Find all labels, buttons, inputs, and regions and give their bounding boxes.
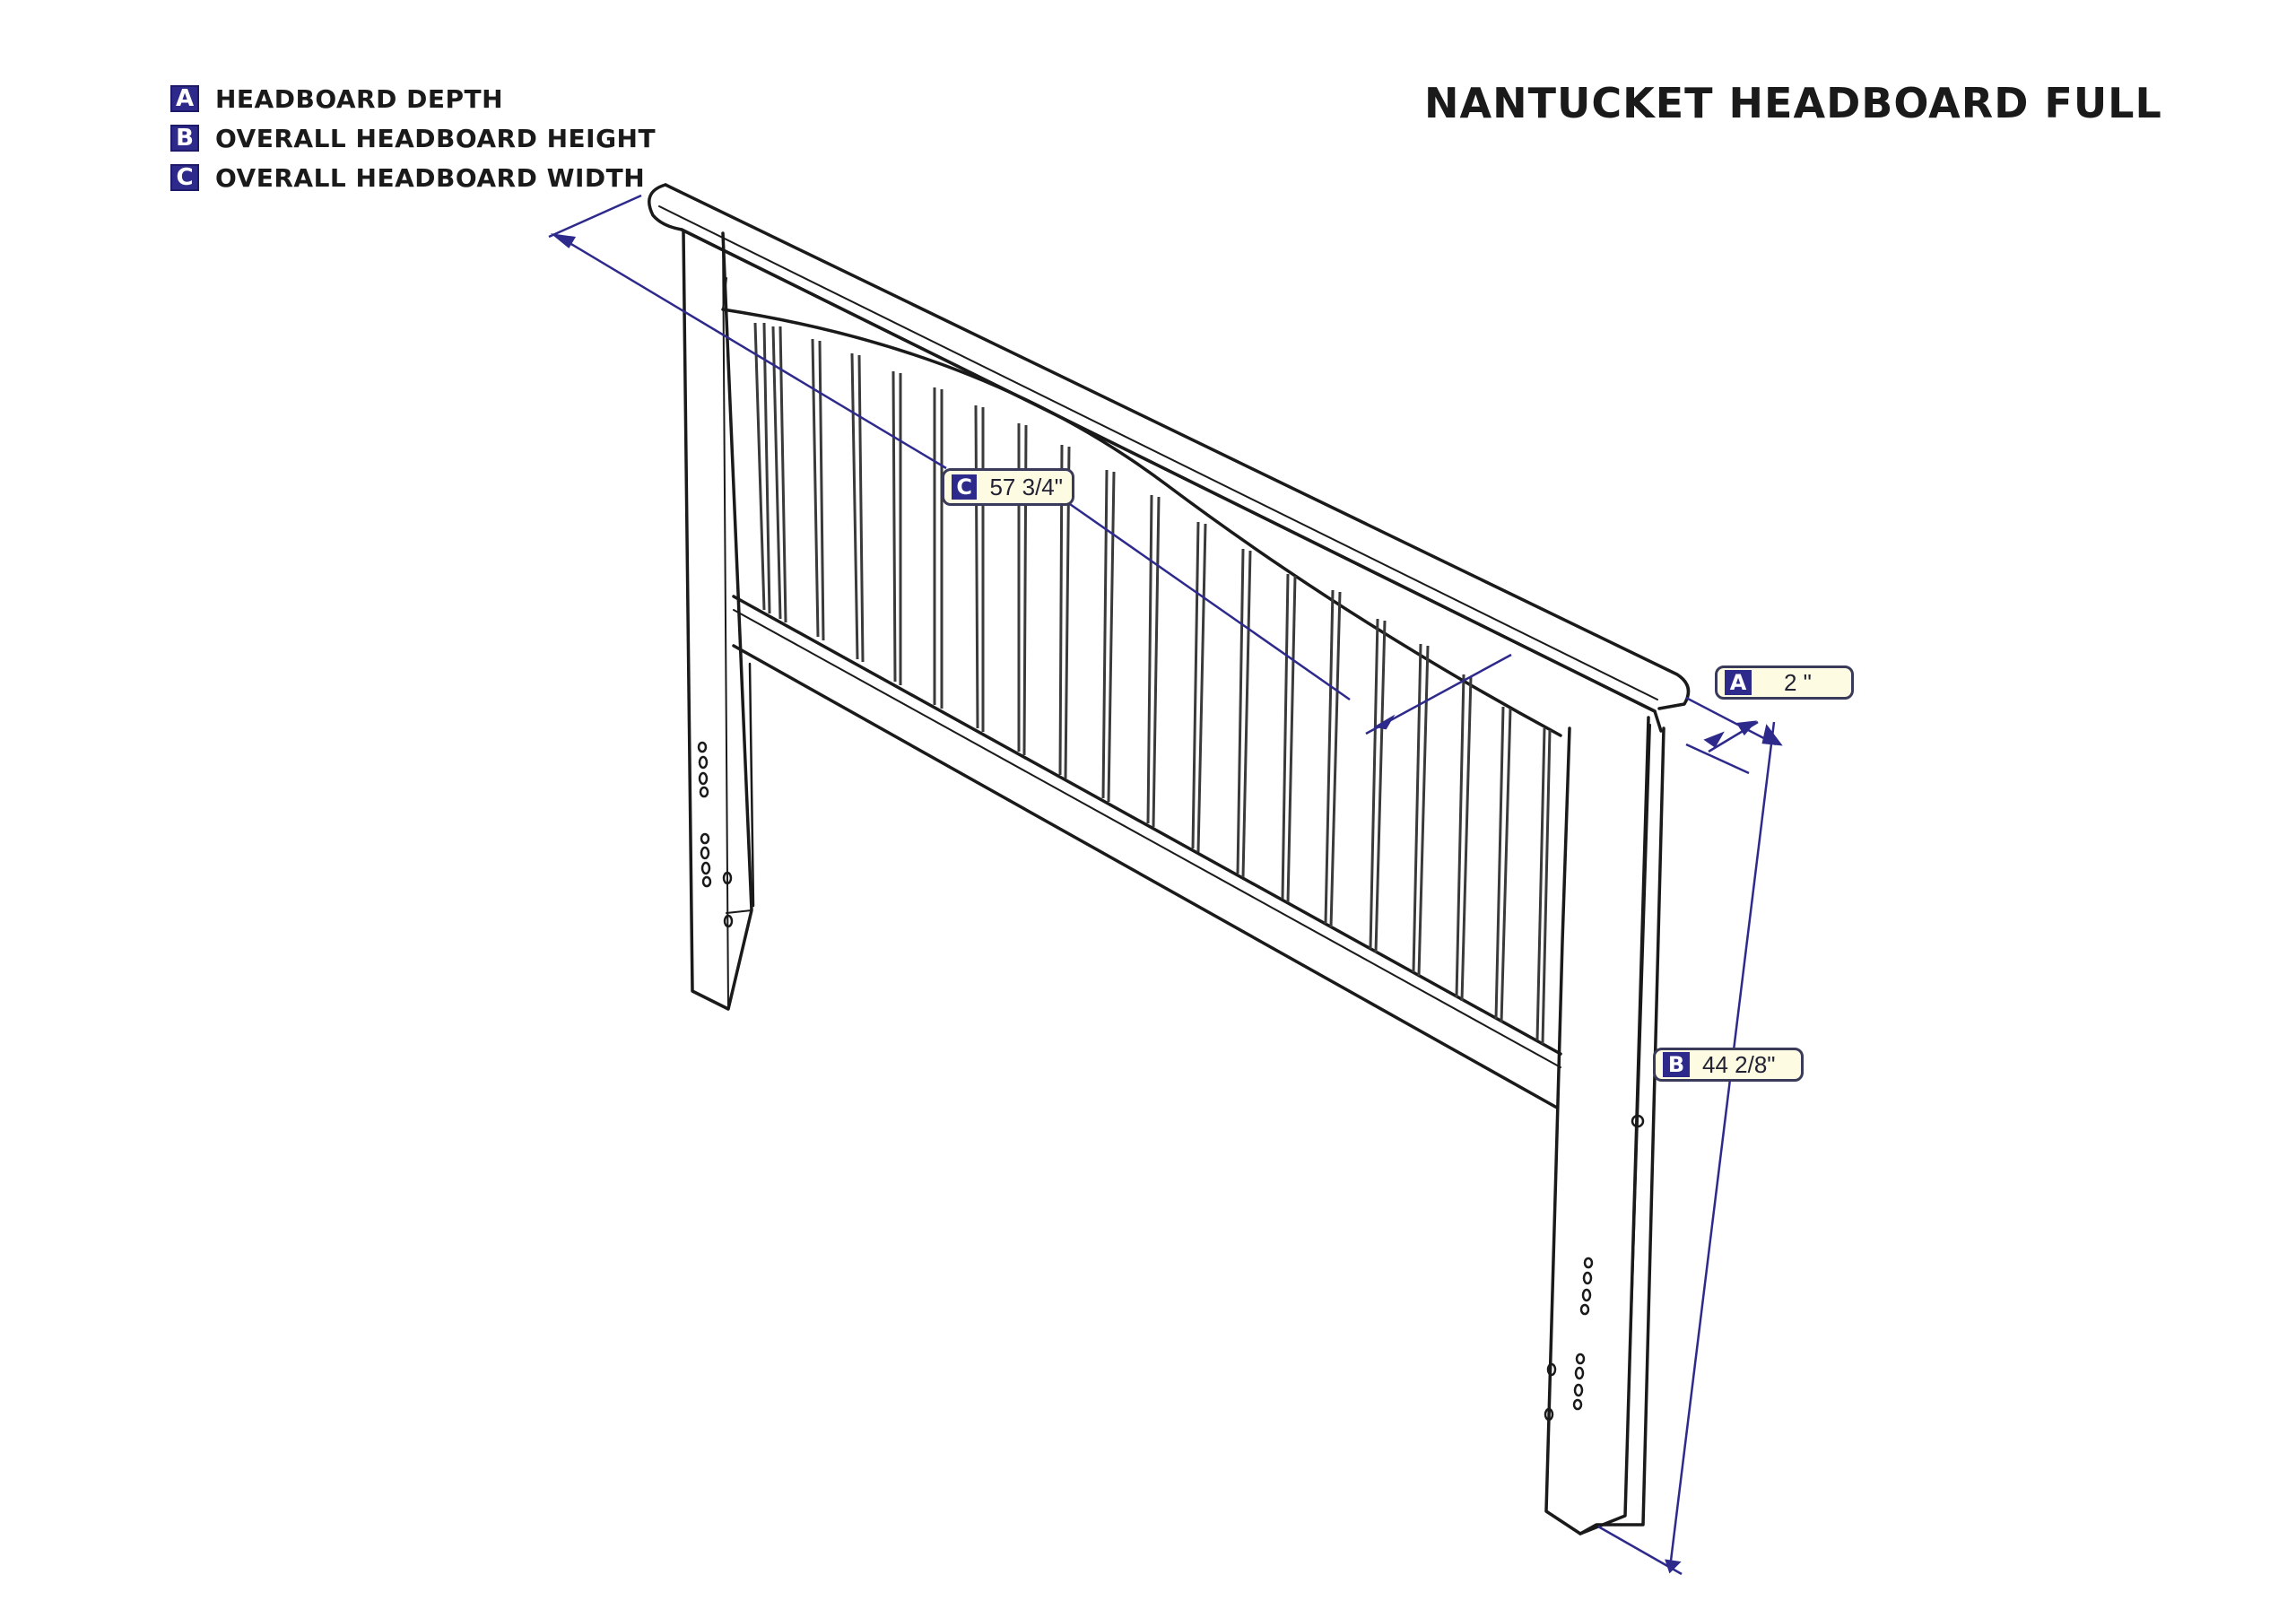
legend-item-depth: A HEADBOARD DEPTH (170, 79, 656, 118)
height-dimension-value: 44 2/8" (1702, 1050, 1776, 1078)
legend-item-height: B OVERALL HEADBOARD HEIGHT (170, 118, 656, 158)
legend-item-width: C OVERALL HEADBOARD WIDTH (170, 158, 656, 197)
left-post-outline (682, 230, 753, 1011)
width-dimension-value: 57 3/4" (989, 473, 1063, 500)
legend-badge-b: B (170, 125, 199, 152)
slats (753, 322, 1552, 1045)
diagram-title: NANTUCKET HEADBOARD FULL (1424, 79, 2162, 127)
top-rail-back-edge (664, 183, 1691, 710)
bolt-hole (1631, 1114, 1645, 1128)
width-arrow-right (1373, 714, 1396, 730)
depth-dimension-badge: A (1725, 670, 1752, 695)
top-rail-front-edge (648, 183, 1657, 713)
depth-dimension-value: 2 " (1784, 668, 1812, 696)
legend-badge-a: A (170, 85, 199, 112)
height-dimension-line (1669, 721, 1776, 1561)
right-post-edge (1624, 724, 1651, 1517)
top-rail-bottom-edge (680, 228, 1663, 733)
width-dimension-line-2 (1066, 500, 1351, 701)
height-dimension-badge: B (1663, 1052, 1690, 1077)
right-post-side (1578, 726, 1665, 1535)
lower-rail-bottom (732, 644, 1559, 1109)
headboard-outline (648, 183, 1691, 1535)
legend-badge-c: C (170, 164, 199, 191)
legend-label-depth: HEADBOARD DEPTH (215, 83, 504, 114)
legend: A HEADBOARD DEPTH B OVERALL HEADBOARD HE… (170, 79, 656, 197)
left-leg-bevel (726, 909, 752, 914)
left-post-edge (722, 232, 729, 1010)
height-arrow-top (1761, 724, 1783, 746)
arched-rail-bottom (721, 308, 1562, 737)
width-dimension-label: C 57 3/4" (942, 468, 1074, 506)
width-extension-line (548, 194, 642, 239)
width-dimension-badge: C (952, 474, 978, 500)
height-dimension-label: B 44 2/8" (1653, 1048, 1804, 1082)
width-arrow-left (550, 233, 577, 248)
legend-label-height: OVERALL HEADBOARD HEIGHT (215, 123, 657, 153)
depth-dimension-label: A 2 " (1715, 665, 1854, 700)
leg-holes (697, 741, 1594, 1422)
legend-label-width: OVERALL HEADBOARD WIDTH (215, 162, 646, 193)
top-rail-groove (658, 205, 1658, 700)
dimension-lines (548, 194, 1783, 1576)
height-arrow-bottom (1665, 1559, 1682, 1574)
lower-rail-top (732, 595, 1562, 1056)
width-dimension-line (555, 233, 947, 470)
